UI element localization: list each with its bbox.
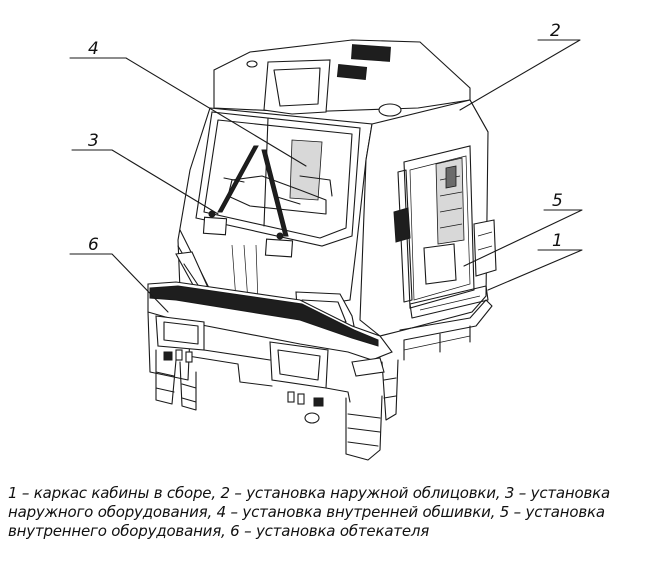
leader-lines (69, 39, 583, 313)
callout-1: 1 (552, 231, 563, 251)
cabin-side-door-opening (359, 99, 497, 337)
callout-5: 5 (552, 191, 563, 211)
cabin-frame (304, 299, 493, 424)
callout-4: 4 (88, 39, 99, 59)
callout-2: 2 (550, 21, 561, 41)
windshield (195, 111, 361, 258)
callout-6: 6 (88, 235, 99, 255)
cabin-assembly-drawing: 4 3 6 2 5 1 (69, 21, 583, 461)
caption-line-2: наружного оборудования, 4 – установка вн… (8, 503, 605, 521)
caption-line-1: 1 – каркас кабины в сборе, 2 – установка… (8, 484, 610, 502)
step-ladders (155, 349, 399, 461)
figure-caption: 1 – каркас кабины в сборе, 2 – установка… (8, 484, 640, 541)
cabin-roof (209, 39, 489, 133)
callout-3: 3 (88, 131, 99, 151)
fairing-bumper (147, 281, 393, 407)
caption-line-3: внутреннего оборудования, 6 – установка … (8, 522, 430, 540)
